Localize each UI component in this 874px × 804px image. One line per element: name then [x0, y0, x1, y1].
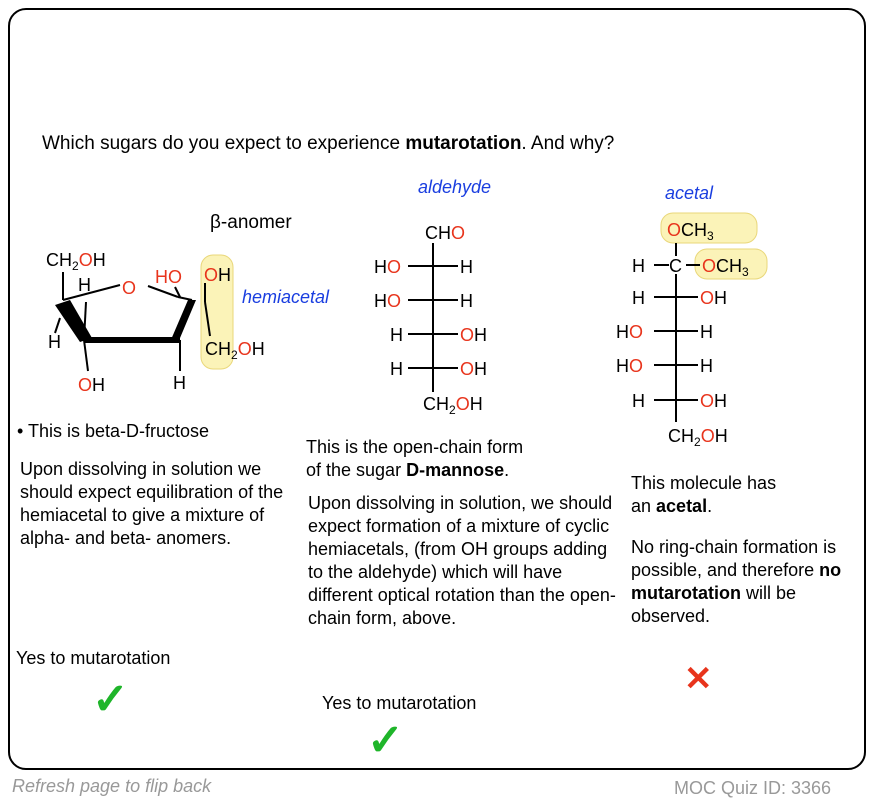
x-mark-icon: ✕: [684, 660, 713, 698]
fructose-verdict: Yes to mutarotation: [16, 648, 171, 668]
anomer-label: β-anomer: [210, 212, 292, 233]
quiz-id: MOC Quiz ID: 3366: [674, 778, 832, 798]
refresh-hint: Refresh page to flip back: [12, 776, 212, 796]
svg-text:HO: HO: [616, 356, 643, 376]
svg-text:H: H: [632, 256, 645, 276]
mannose-paragraph: Upon dissolving in solution, we should e…: [308, 493, 616, 628]
svg-text:HO: HO: [155, 267, 182, 287]
svg-text:OH: OH: [700, 288, 727, 308]
svg-text:OCH3: OCH3: [702, 256, 749, 279]
svg-text:CH2OH: CH2OH: [668, 426, 728, 449]
acetal-label: acetal: [665, 183, 714, 203]
svg-text:OH: OH: [204, 265, 231, 285]
svg-text:H: H: [632, 391, 645, 411]
fructose-bullet: • This is beta-D-fructose: [17, 421, 210, 441]
svg-text:H: H: [78, 275, 91, 295]
svg-text:OH: OH: [460, 325, 487, 345]
svg-text:H: H: [390, 359, 403, 379]
svg-text:C: C: [669, 256, 682, 276]
svg-text:H: H: [632, 288, 645, 308]
acetal-paragraph: No ring-chain formation is possible, and…: [631, 537, 842, 626]
svg-text:OCH3: OCH3: [667, 220, 714, 243]
svg-text:CH2OH: CH2OH: [205, 339, 265, 362]
svg-text:H: H: [173, 373, 186, 393]
svg-text:OH: OH: [700, 391, 727, 411]
svg-text:CH2OH: CH2OH: [46, 250, 106, 273]
svg-text:O: O: [122, 278, 136, 298]
check-icon: ✓: [367, 716, 404, 765]
aldehyde-label: aldehyde: [418, 177, 492, 197]
svg-text:H: H: [460, 291, 473, 311]
svg-text:HO: HO: [374, 257, 401, 277]
svg-text:H: H: [48, 332, 61, 352]
svg-text:H: H: [700, 356, 713, 376]
svg-text:H: H: [460, 257, 473, 277]
svg-text:H: H: [390, 325, 403, 345]
svg-text:CH2OH: CH2OH: [423, 394, 483, 417]
svg-text:CHO: CHO: [425, 223, 465, 243]
mannose-verdict: Yes to mutarotation: [322, 693, 477, 713]
svg-text:OH: OH: [78, 375, 105, 395]
check-icon: ✓: [92, 675, 129, 724]
svg-text:H: H: [700, 322, 713, 342]
svg-text:HO: HO: [616, 322, 643, 342]
svg-text:HO: HO: [374, 291, 401, 311]
hemiacetal-label: hemiacetal: [242, 287, 330, 307]
quiz-card: [8, 8, 866, 770]
fructose-paragraph: Upon dissolving in solution we should ex…: [20, 459, 284, 548]
svg-text:OH: OH: [460, 359, 487, 379]
question-text: Which sugars do you expect to experience…: [42, 133, 615, 154]
